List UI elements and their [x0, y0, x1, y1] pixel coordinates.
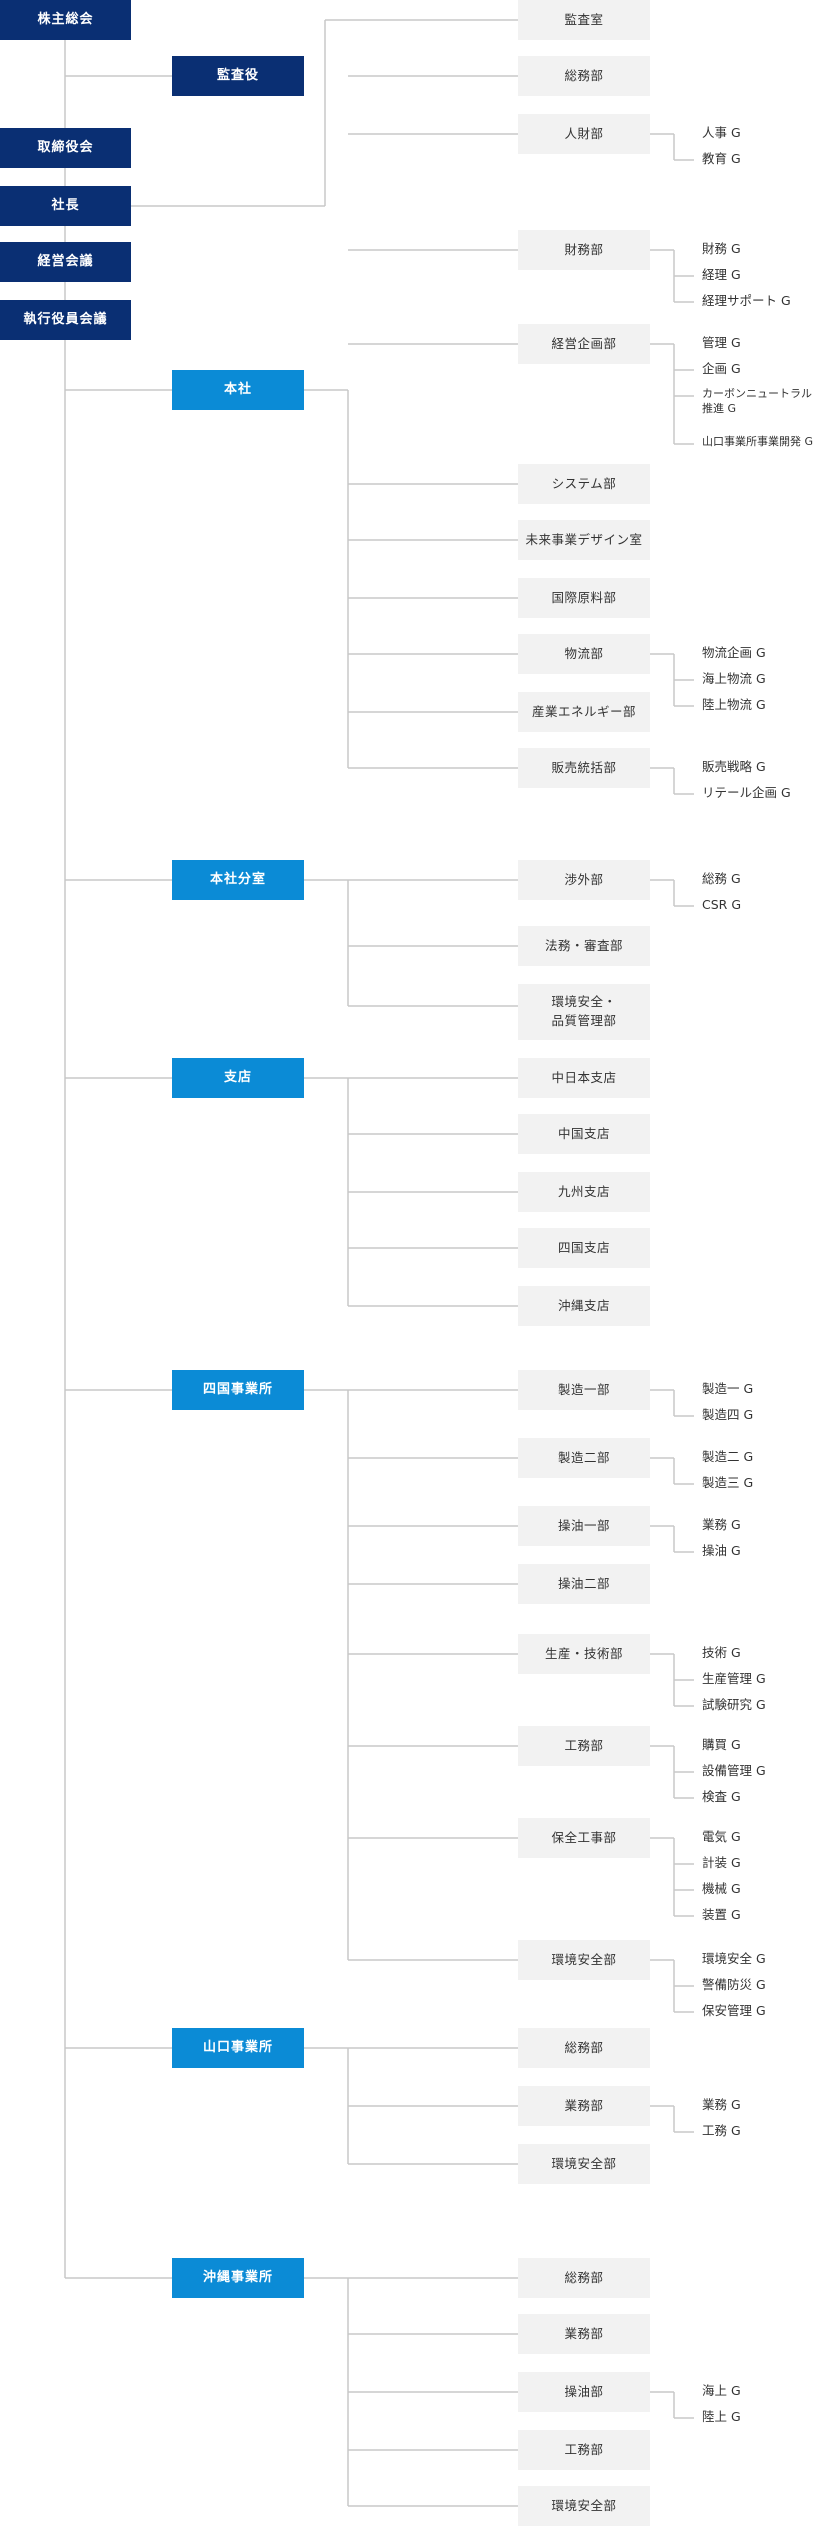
group-label: 業務 G [702, 2097, 741, 2112]
division-box: 本社 [172, 370, 304, 410]
executive-officers-meeting-box: 執行役員会議 [0, 300, 131, 340]
department-box: 物流部 [518, 634, 650, 674]
group-label: 経理サポート G [702, 293, 791, 308]
group-label: 総務 G [702, 871, 741, 886]
department-box: 総務部 [518, 2258, 650, 2298]
group-label: 財務 G [702, 241, 741, 256]
group-label: 警備防災 G [702, 1977, 766, 1992]
group-label: 陸上物流 G [702, 697, 766, 712]
department-box: 総務部 [518, 2028, 650, 2068]
department-box: 環境安全部 [518, 2144, 650, 2184]
department-box: 工務部 [518, 2430, 650, 2470]
group-label: 工務 G [702, 2123, 741, 2138]
department-box: 操油部 [518, 2372, 650, 2412]
department-box: 国際原料部 [518, 578, 650, 618]
group-label: 装置 G [702, 1907, 741, 1922]
department-box: 四国支店 [518, 1228, 650, 1268]
department-box: 生産・技術部 [518, 1634, 650, 1674]
department-box: 製造二部 [518, 1438, 650, 1478]
group-label: 業務 G [702, 1517, 741, 1532]
department-box: 環境安全部 [518, 1940, 650, 1980]
division-box: 四国事業所 [172, 1370, 304, 1410]
group-label: 海上物流 G [702, 671, 766, 686]
department-box: 中国支店 [518, 1114, 650, 1154]
department-box: 製造一部 [518, 1370, 650, 1410]
group-label: 管理 G [702, 335, 741, 350]
department-box: 法務・審査部 [518, 926, 650, 966]
department-box: システム部 [518, 464, 650, 504]
department-box: 環境安全部 [518, 2486, 650, 2526]
group-label: 経理 G [702, 267, 741, 282]
president-box: 社長 [0, 186, 131, 226]
group-label: 環境安全 G [702, 1951, 766, 1966]
group-label: 検査 G [702, 1789, 741, 1804]
group-label: 陸上 G [702, 2409, 741, 2424]
group-label: CSR G [702, 897, 742, 912]
audit-office-box: 監査室 [518, 0, 650, 40]
group-label: 海上 G [702, 2383, 741, 2398]
department-box: 産業エネルギー部 [518, 692, 650, 732]
group-label: 製造四 G [702, 1407, 754, 1422]
group-label: 保安管理 G [702, 2003, 766, 2018]
department-box: 業務部 [518, 2086, 650, 2126]
department-box: 経営企画部 [518, 324, 650, 364]
shareholders-meeting-box: 株主総会 [0, 0, 131, 40]
department-box: 渉外部 [518, 860, 650, 900]
board-of-directors-box: 取締役会 [0, 128, 131, 168]
department-box: 中日本支店 [518, 1058, 650, 1098]
division-box: 支店 [172, 1058, 304, 1098]
department-box: 総務部 [518, 56, 650, 96]
group-label: 製造一 G [702, 1381, 754, 1396]
group-label: 製造二 G [702, 1449, 754, 1464]
group-label: 山口事業所事業開発 G [702, 435, 814, 448]
division-box: 沖縄事業所 [172, 2258, 304, 2298]
group-label: 購買 G [702, 1737, 741, 1752]
group-label: 販売戦略 G [702, 759, 766, 774]
department-box: 操油一部 [518, 1506, 650, 1546]
group-label: 機械 G [702, 1881, 741, 1896]
department-box: 環境安全・ 品質管理部 [518, 984, 650, 1040]
division-box: 本社分室 [172, 860, 304, 900]
department-box: 人財部 [518, 114, 650, 154]
group-label: 操油 G [702, 1543, 741, 1558]
group-label: 企画 G [702, 361, 741, 376]
management-meeting-box: 経営会議 [0, 242, 131, 282]
auditors-box: 監査役 [172, 56, 304, 96]
department-box: 沖縄支店 [518, 1286, 650, 1326]
department-box: 業務部 [518, 2314, 650, 2354]
group-label: 試験研究 G [702, 1697, 766, 1712]
group-label: 製造三 G [702, 1475, 754, 1490]
department-box: 販売統括部 [518, 748, 650, 788]
department-box: 未来事業デザイン室 [518, 520, 650, 560]
group-label: 技術 G [702, 1645, 741, 1660]
group-label: 計装 G [702, 1855, 741, 1870]
group-label: 物流企画 G [702, 645, 766, 660]
division-box: 山口事業所 [172, 2028, 304, 2068]
department-box: 工務部 [518, 1726, 650, 1766]
group-label: 設備管理 G [702, 1763, 766, 1778]
department-box: 操油二部 [518, 1564, 650, 1604]
group-label: 生産管理 G [702, 1671, 766, 1686]
department-box: 保全工事部 [518, 1818, 650, 1858]
group-label: カーボンニュートラル 推進 G [702, 387, 812, 416]
group-label: リテール企画 G [702, 785, 791, 800]
group-label: 教育 G [702, 151, 741, 166]
group-label: 人事 G [702, 125, 741, 140]
department-box: 九州支店 [518, 1172, 650, 1212]
department-box: 財務部 [518, 230, 650, 270]
group-label: 電気 G [702, 1829, 741, 1844]
